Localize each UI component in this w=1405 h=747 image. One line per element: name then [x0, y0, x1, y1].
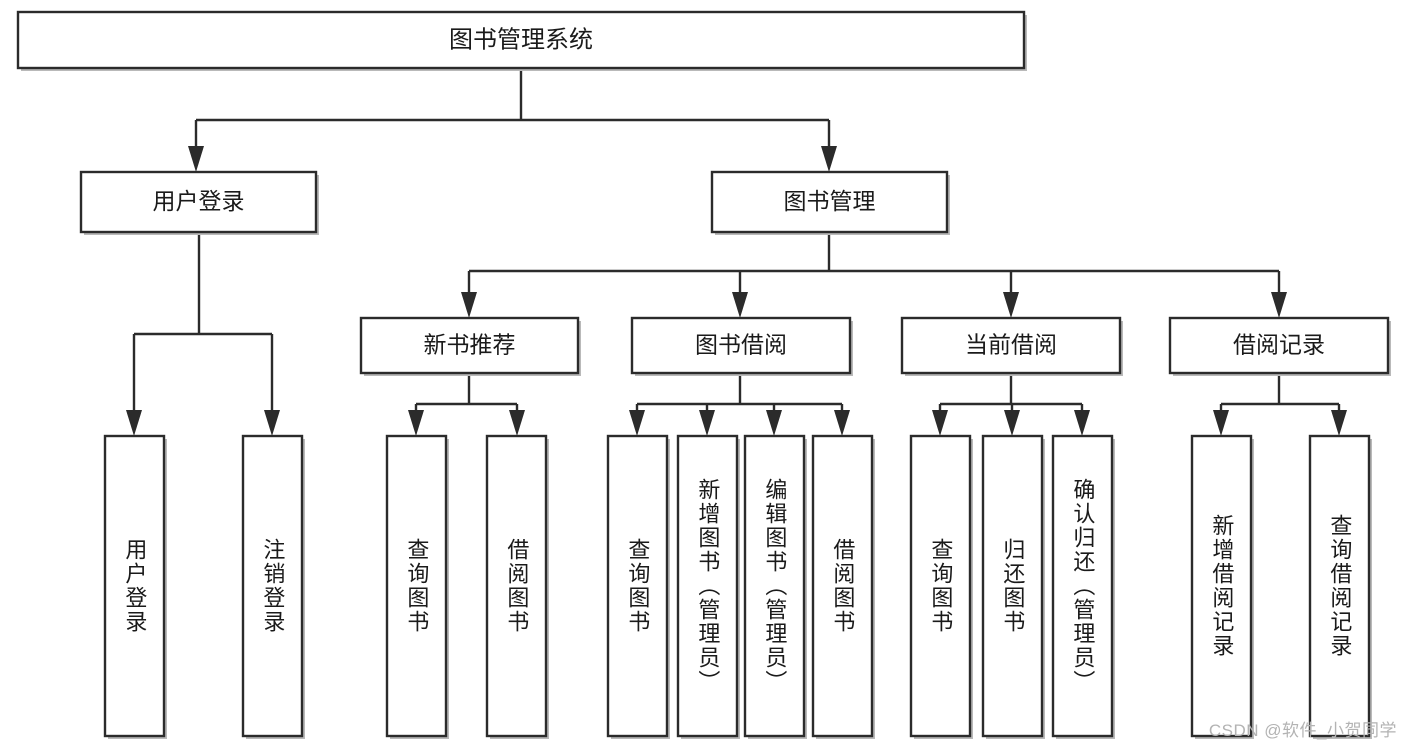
arrow-head-icon [1074, 410, 1090, 436]
node-new-book-recommend[interactable] [359, 316, 581, 376]
node-rect[interactable] [909, 434, 972, 738]
arrow-head-icon [1331, 410, 1347, 436]
arrow-head-icon [629, 410, 645, 436]
node-rect[interactable] [606, 434, 669, 738]
connector-user-login-to-leaves [126, 232, 280, 436]
node-root[interactable] [16, 10, 1027, 71]
node-label-current-borrow: 当前借阅 [965, 332, 1057, 358]
leaf-leaf-confirm-return[interactable] [1051, 434, 1115, 739]
leaf-leaf-add-book[interactable] [676, 434, 740, 739]
arrow-head-icon [932, 410, 948, 436]
leaf-leaf-query-book-borrow[interactable] [606, 434, 670, 739]
arrow-head-icon [126, 410, 142, 436]
connector-current-borrow-to-leaves [932, 373, 1090, 436]
leaf-leaf-query-borrow-record[interactable] [1308, 434, 1372, 739]
node-rect[interactable] [811, 434, 874, 738]
connector-root-to-level2 [188, 68, 837, 172]
node-current-borrow[interactable] [900, 316, 1123, 376]
arrow-head-icon [408, 410, 424, 436]
node-borrow-record[interactable] [1168, 316, 1391, 376]
arrow-head-icon [732, 292, 748, 318]
node-box-layer [16, 10, 1391, 739]
node-label-book-management: 图书管理 [784, 188, 876, 214]
node-rect[interactable] [900, 316, 1122, 375]
node-book-borrow[interactable] [630, 316, 853, 376]
node-rect[interactable] [1051, 434, 1114, 738]
arrow-head-icon [1004, 410, 1020, 436]
leaf-leaf-borrow-book-recommend[interactable] [485, 434, 549, 739]
leaf-leaf-query-book-current[interactable] [909, 434, 973, 739]
leaf-leaf-user-logout[interactable] [241, 434, 305, 739]
node-rect[interactable] [710, 170, 949, 234]
arrow-head-icon [1271, 292, 1287, 318]
leaf-leaf-add-borrow-record[interactable] [1190, 434, 1254, 739]
arrow-head-icon [264, 410, 280, 436]
connector-book-management-to-level3 [461, 232, 1287, 318]
connector-layer [126, 68, 1347, 436]
node-label-user-login: 用户登录 [153, 188, 245, 214]
arrow-head-icon [509, 410, 525, 436]
node-rect[interactable] [1190, 434, 1253, 738]
node-rect[interactable] [981, 434, 1044, 738]
arrow-head-icon [834, 410, 850, 436]
node-rect[interactable] [630, 316, 852, 375]
node-rect[interactable] [385, 434, 448, 738]
node-rect[interactable] [676, 434, 739, 738]
leaf-leaf-user-login[interactable] [103, 434, 167, 739]
arrow-head-icon [188, 146, 204, 172]
connector-book-borrow-to-leaves [629, 373, 850, 436]
node-rect[interactable] [241, 434, 304, 738]
leaf-leaf-query-book-recommend[interactable] [385, 434, 449, 739]
arrow-head-icon [699, 410, 715, 436]
leaf-leaf-borrow-book[interactable] [811, 434, 875, 739]
node-rect[interactable] [485, 434, 548, 738]
node-rect[interactable] [103, 434, 166, 738]
arrow-head-icon [461, 292, 477, 318]
arrow-head-icon [1003, 292, 1019, 318]
node-label-book-borrow: 图书借阅 [695, 332, 787, 358]
node-user-login[interactable] [79, 170, 319, 235]
leaf-leaf-return-book[interactable] [981, 434, 1045, 739]
node-label-borrow-record: 借阅记录 [1233, 332, 1325, 358]
node-rect[interactable] [359, 316, 580, 375]
node-rect[interactable] [1168, 316, 1390, 375]
node-book-management[interactable] [710, 170, 950, 235]
node-rect[interactable] [1308, 434, 1371, 738]
node-rect[interactable] [743, 434, 806, 738]
arrow-head-icon [1213, 410, 1229, 436]
arrow-head-icon [766, 410, 782, 436]
leaf-leaf-edit-book[interactable] [743, 434, 807, 739]
connector-new-book-recommend-to-leaves [408, 373, 525, 436]
arrow-head-icon [821, 146, 837, 172]
root-label-root: 图书管理系统 [449, 26, 593, 53]
connector-borrow-record-to-leaves [1213, 373, 1347, 436]
node-label-new-book-recommend: 新书推荐 [424, 332, 516, 358]
node-rect[interactable] [79, 170, 318, 234]
node-rect[interactable] [16, 10, 1026, 70]
